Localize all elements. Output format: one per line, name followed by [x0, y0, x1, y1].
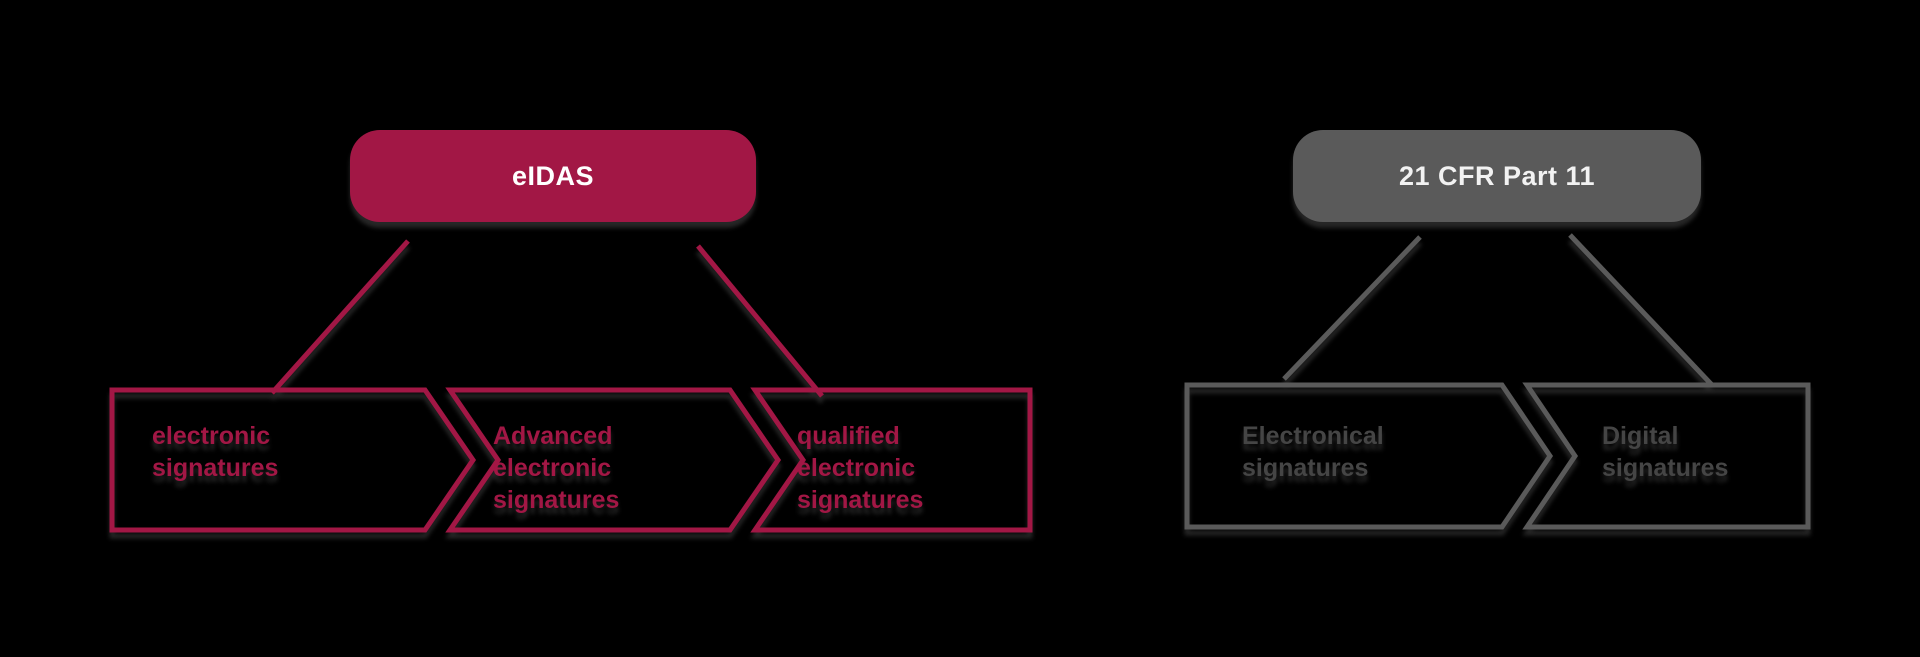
cfr-level1-line2: signatures — [1242, 454, 1368, 482]
eidas-level-box-electronic — [109, 387, 477, 533]
eidas-level-box-advanced — [445, 387, 782, 533]
eidas-level1-line2: signatures — [152, 454, 278, 482]
cfr-level2-line2: signatures — [1602, 454, 1728, 482]
eidas-level2-line2: electronic — [493, 454, 611, 482]
eidas-level2-line1: Advanced — [493, 422, 612, 450]
eidas-root-label: eIDAS — [512, 161, 594, 191]
eidas-level3-line3: signatures — [797, 486, 923, 514]
cfr-root-label: 21 CFR Part 11 — [1399, 161, 1595, 191]
eidas-level3-line2: electronic — [797, 454, 915, 482]
eidas-connector-left — [270, 239, 410, 395]
cfr-level1-line1: Electronical — [1242, 422, 1384, 450]
cfr-diagram: 21 CFR Part 11 Electronical signatures D… — [1184, 130, 1811, 530]
eidas-connector-right — [696, 244, 824, 398]
eidas-diagram: eIDAS electronic signatures Advanced ele… — [109, 130, 1033, 533]
eidas-level2-line3: signatures — [493, 486, 619, 514]
eidas-level-box-qualified — [750, 387, 1033, 533]
cfr-level-box-electronic — [1184, 382, 1554, 530]
eidas-level1-line1: electronic — [152, 422, 270, 450]
eidas-level3-line1: qualified — [797, 422, 900, 450]
cfr-level2-line1: Digital — [1602, 422, 1678, 450]
cfr-root-box — [1293, 130, 1701, 222]
cfr-connector-right — [1568, 233, 1714, 387]
cfr-level-box-digital — [1522, 382, 1811, 530]
eidas-root-box — [350, 130, 756, 222]
cfr-connector-left — [1282, 235, 1422, 381]
